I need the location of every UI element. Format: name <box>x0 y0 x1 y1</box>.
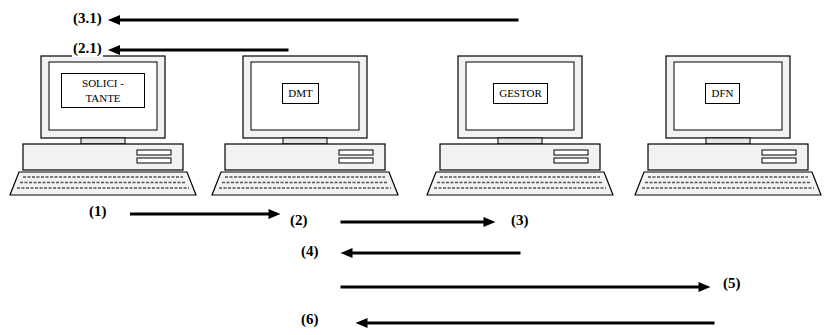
key-row <box>642 187 814 189</box>
monitor-frame <box>243 56 367 138</box>
monitor-stand <box>706 138 750 144</box>
drive-slot <box>137 150 171 155</box>
key-row <box>20 182 186 184</box>
monitor-screen <box>674 62 782 130</box>
key-row <box>645 182 811 184</box>
step-number: (3.1) <box>72 10 103 27</box>
key-row <box>440 176 600 178</box>
system-unit <box>440 144 600 170</box>
key-row <box>222 182 388 184</box>
step-number: (5) <box>722 275 742 292</box>
system-unit <box>23 144 183 170</box>
step-number: (4) <box>300 243 320 260</box>
key-row <box>23 176 183 178</box>
arrow-head <box>484 217 496 227</box>
flow-arrow <box>108 45 289 55</box>
step-number: (2) <box>289 212 309 229</box>
key-row <box>434 187 606 189</box>
drive-slot <box>554 158 588 163</box>
arrow-shaft <box>130 213 271 216</box>
keyboard <box>427 172 613 195</box>
monitor-screen <box>49 62 157 130</box>
computer-label-box: SOLICI - TANTE <box>61 73 145 108</box>
monitor-screen <box>466 62 574 130</box>
computer-name: SOLICI - TANTE <box>68 76 138 105</box>
drive-slot <box>762 158 796 163</box>
computer-label-box: DFN <box>705 83 740 104</box>
step-number: (3) <box>510 212 530 229</box>
step-number: (2.1) <box>72 40 103 57</box>
arrow-head <box>108 15 120 25</box>
arrow-head <box>108 45 120 55</box>
flow-arrow <box>341 282 711 292</box>
arrow-shaft <box>341 221 486 224</box>
flow-arrow <box>356 318 715 328</box>
computer-name: DMT <box>288 86 312 100</box>
system-unit <box>648 144 808 170</box>
monitor-stand <box>81 138 125 144</box>
flow-arrow <box>108 15 519 25</box>
key-row <box>437 182 603 184</box>
drive-slot <box>339 150 373 155</box>
monitor-screen <box>251 62 359 130</box>
keyboard <box>10 172 196 195</box>
keyboard <box>212 172 398 195</box>
key-row <box>225 176 385 178</box>
flow-arrow <box>130 209 281 219</box>
monitor-stand <box>283 138 327 144</box>
arrow-shaft <box>118 49 289 52</box>
key-row <box>219 187 391 189</box>
computer-label-box: DMT <box>282 83 319 104</box>
monitor-frame <box>41 56 165 138</box>
system-unit <box>225 144 385 170</box>
computer-icon <box>10 56 196 195</box>
arrow-head <box>269 209 281 219</box>
arrow-head <box>341 248 353 258</box>
arrow-shaft <box>366 322 715 325</box>
drive-slot <box>339 158 373 163</box>
keyboard <box>635 172 821 195</box>
key-row <box>648 176 808 178</box>
key-row <box>17 187 189 189</box>
drive-slot <box>762 150 796 155</box>
arrow-head <box>699 282 711 292</box>
step-number: (1) <box>88 203 108 220</box>
arrow-shaft <box>341 286 701 289</box>
monitor-stand <box>498 138 542 144</box>
arrow-shaft <box>118 19 519 22</box>
flow-arrow <box>341 217 496 227</box>
monitor-frame <box>666 56 790 138</box>
computer-name: DFN <box>711 86 733 100</box>
computer-icon <box>212 56 398 195</box>
arrow-shaft <box>351 252 521 255</box>
step-number: (6) <box>300 311 320 328</box>
arrow-head <box>356 318 368 328</box>
computer-icon <box>635 56 821 195</box>
computer-label-box: GESTOR <box>493 83 548 104</box>
flow-arrow <box>341 248 521 258</box>
monitor-frame <box>458 56 582 138</box>
drive-slot <box>554 150 588 155</box>
computer-icon <box>427 56 613 195</box>
computer-name: GESTOR <box>499 86 542 100</box>
drive-slot <box>137 158 171 163</box>
